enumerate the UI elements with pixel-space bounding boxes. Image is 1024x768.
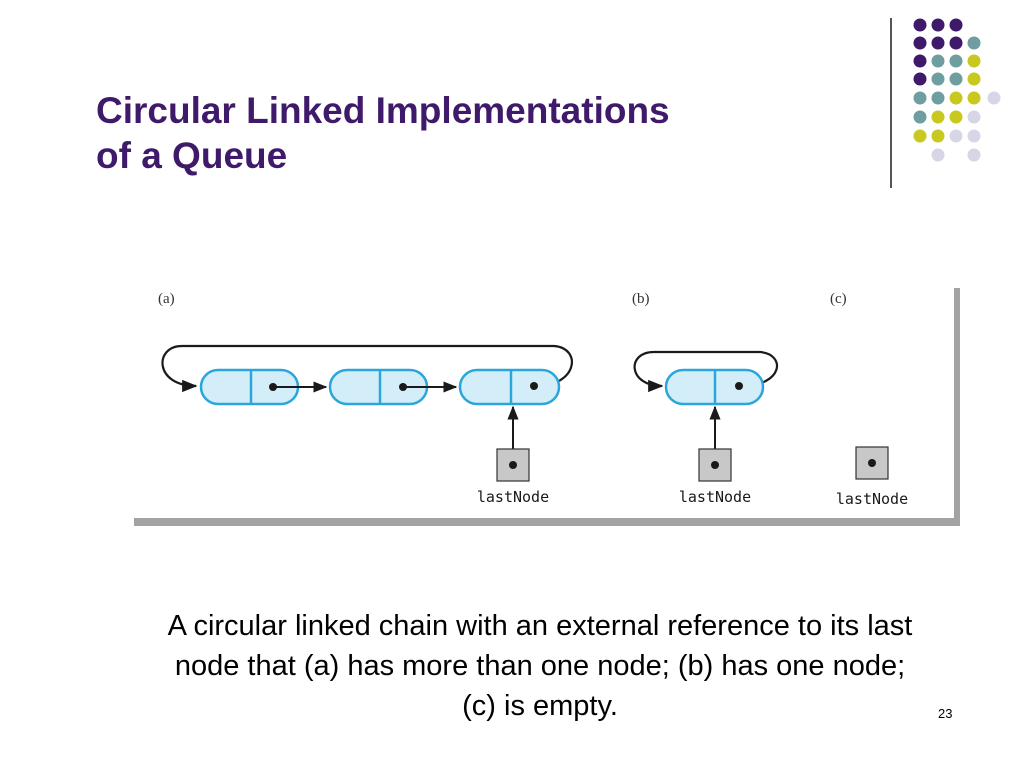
- dot: [949, 18, 963, 32]
- dot: [949, 54, 963, 68]
- dot: [967, 129, 981, 143]
- reference-dot: [868, 459, 876, 467]
- panel-label-c: (c): [830, 291, 847, 307]
- dot: [931, 91, 945, 105]
- dot: [987, 91, 1001, 105]
- circular-link-b: [633, 350, 778, 393]
- reference-dot: [711, 461, 719, 469]
- dot: [967, 110, 981, 124]
- caption-line-1: A circular linked chain with an external…: [167, 610, 913, 642]
- chain-node: [664, 368, 765, 406]
- dot: [931, 129, 945, 143]
- chain-node: [458, 368, 561, 406]
- linked-chain-figure: (a) (b) (c) lastNode: [124, 276, 964, 536]
- dot: [931, 18, 945, 32]
- dot: [913, 91, 927, 105]
- dot: [931, 36, 945, 50]
- dot: [967, 91, 981, 105]
- decorative-dot-grid: [913, 18, 1001, 162]
- dot: [913, 110, 927, 124]
- header-divider: [890, 18, 892, 188]
- dot: [913, 129, 927, 143]
- dot: [913, 72, 927, 86]
- caption-line-3: (c) is empty.: [462, 690, 618, 722]
- chain-node: [199, 368, 300, 406]
- dot: [949, 72, 963, 86]
- figure-caption: A circular linked chain with an external…: [90, 606, 990, 726]
- circular-link-a: [161, 344, 573, 393]
- dot: [967, 72, 981, 86]
- dot: [931, 72, 945, 86]
- reference-dot: [509, 461, 517, 469]
- dot: [949, 110, 963, 124]
- caption-line-2: node that (a) has more than one node; (b…: [174, 650, 906, 682]
- dot: [931, 148, 945, 162]
- dot: [967, 36, 981, 50]
- slide-page-number: 23: [938, 706, 953, 721]
- slide-title-line-2: of a Queue: [96, 135, 288, 176]
- dot: [913, 18, 927, 32]
- dot: [913, 36, 927, 50]
- slide-title-line-1: Circular Linked Implementations: [96, 90, 670, 131]
- dot: [931, 54, 945, 68]
- dot: [931, 110, 945, 124]
- last-node-label: lastNode: [836, 490, 908, 508]
- dot: [913, 54, 927, 68]
- figure-canvas: (a) (b) (c) lastNode: [128, 280, 960, 526]
- dot: [949, 36, 963, 50]
- slide-title: Circular Linked Implementations of a Que…: [96, 88, 816, 178]
- dot: [949, 91, 963, 105]
- last-node-label: lastNode: [679, 488, 751, 506]
- dot: [967, 148, 981, 162]
- panel-label-a: (a): [158, 291, 175, 307]
- dot: [967, 54, 981, 68]
- dot: [949, 129, 963, 143]
- last-node-label: lastNode: [477, 488, 549, 506]
- panel-label-b: (b): [632, 291, 650, 307]
